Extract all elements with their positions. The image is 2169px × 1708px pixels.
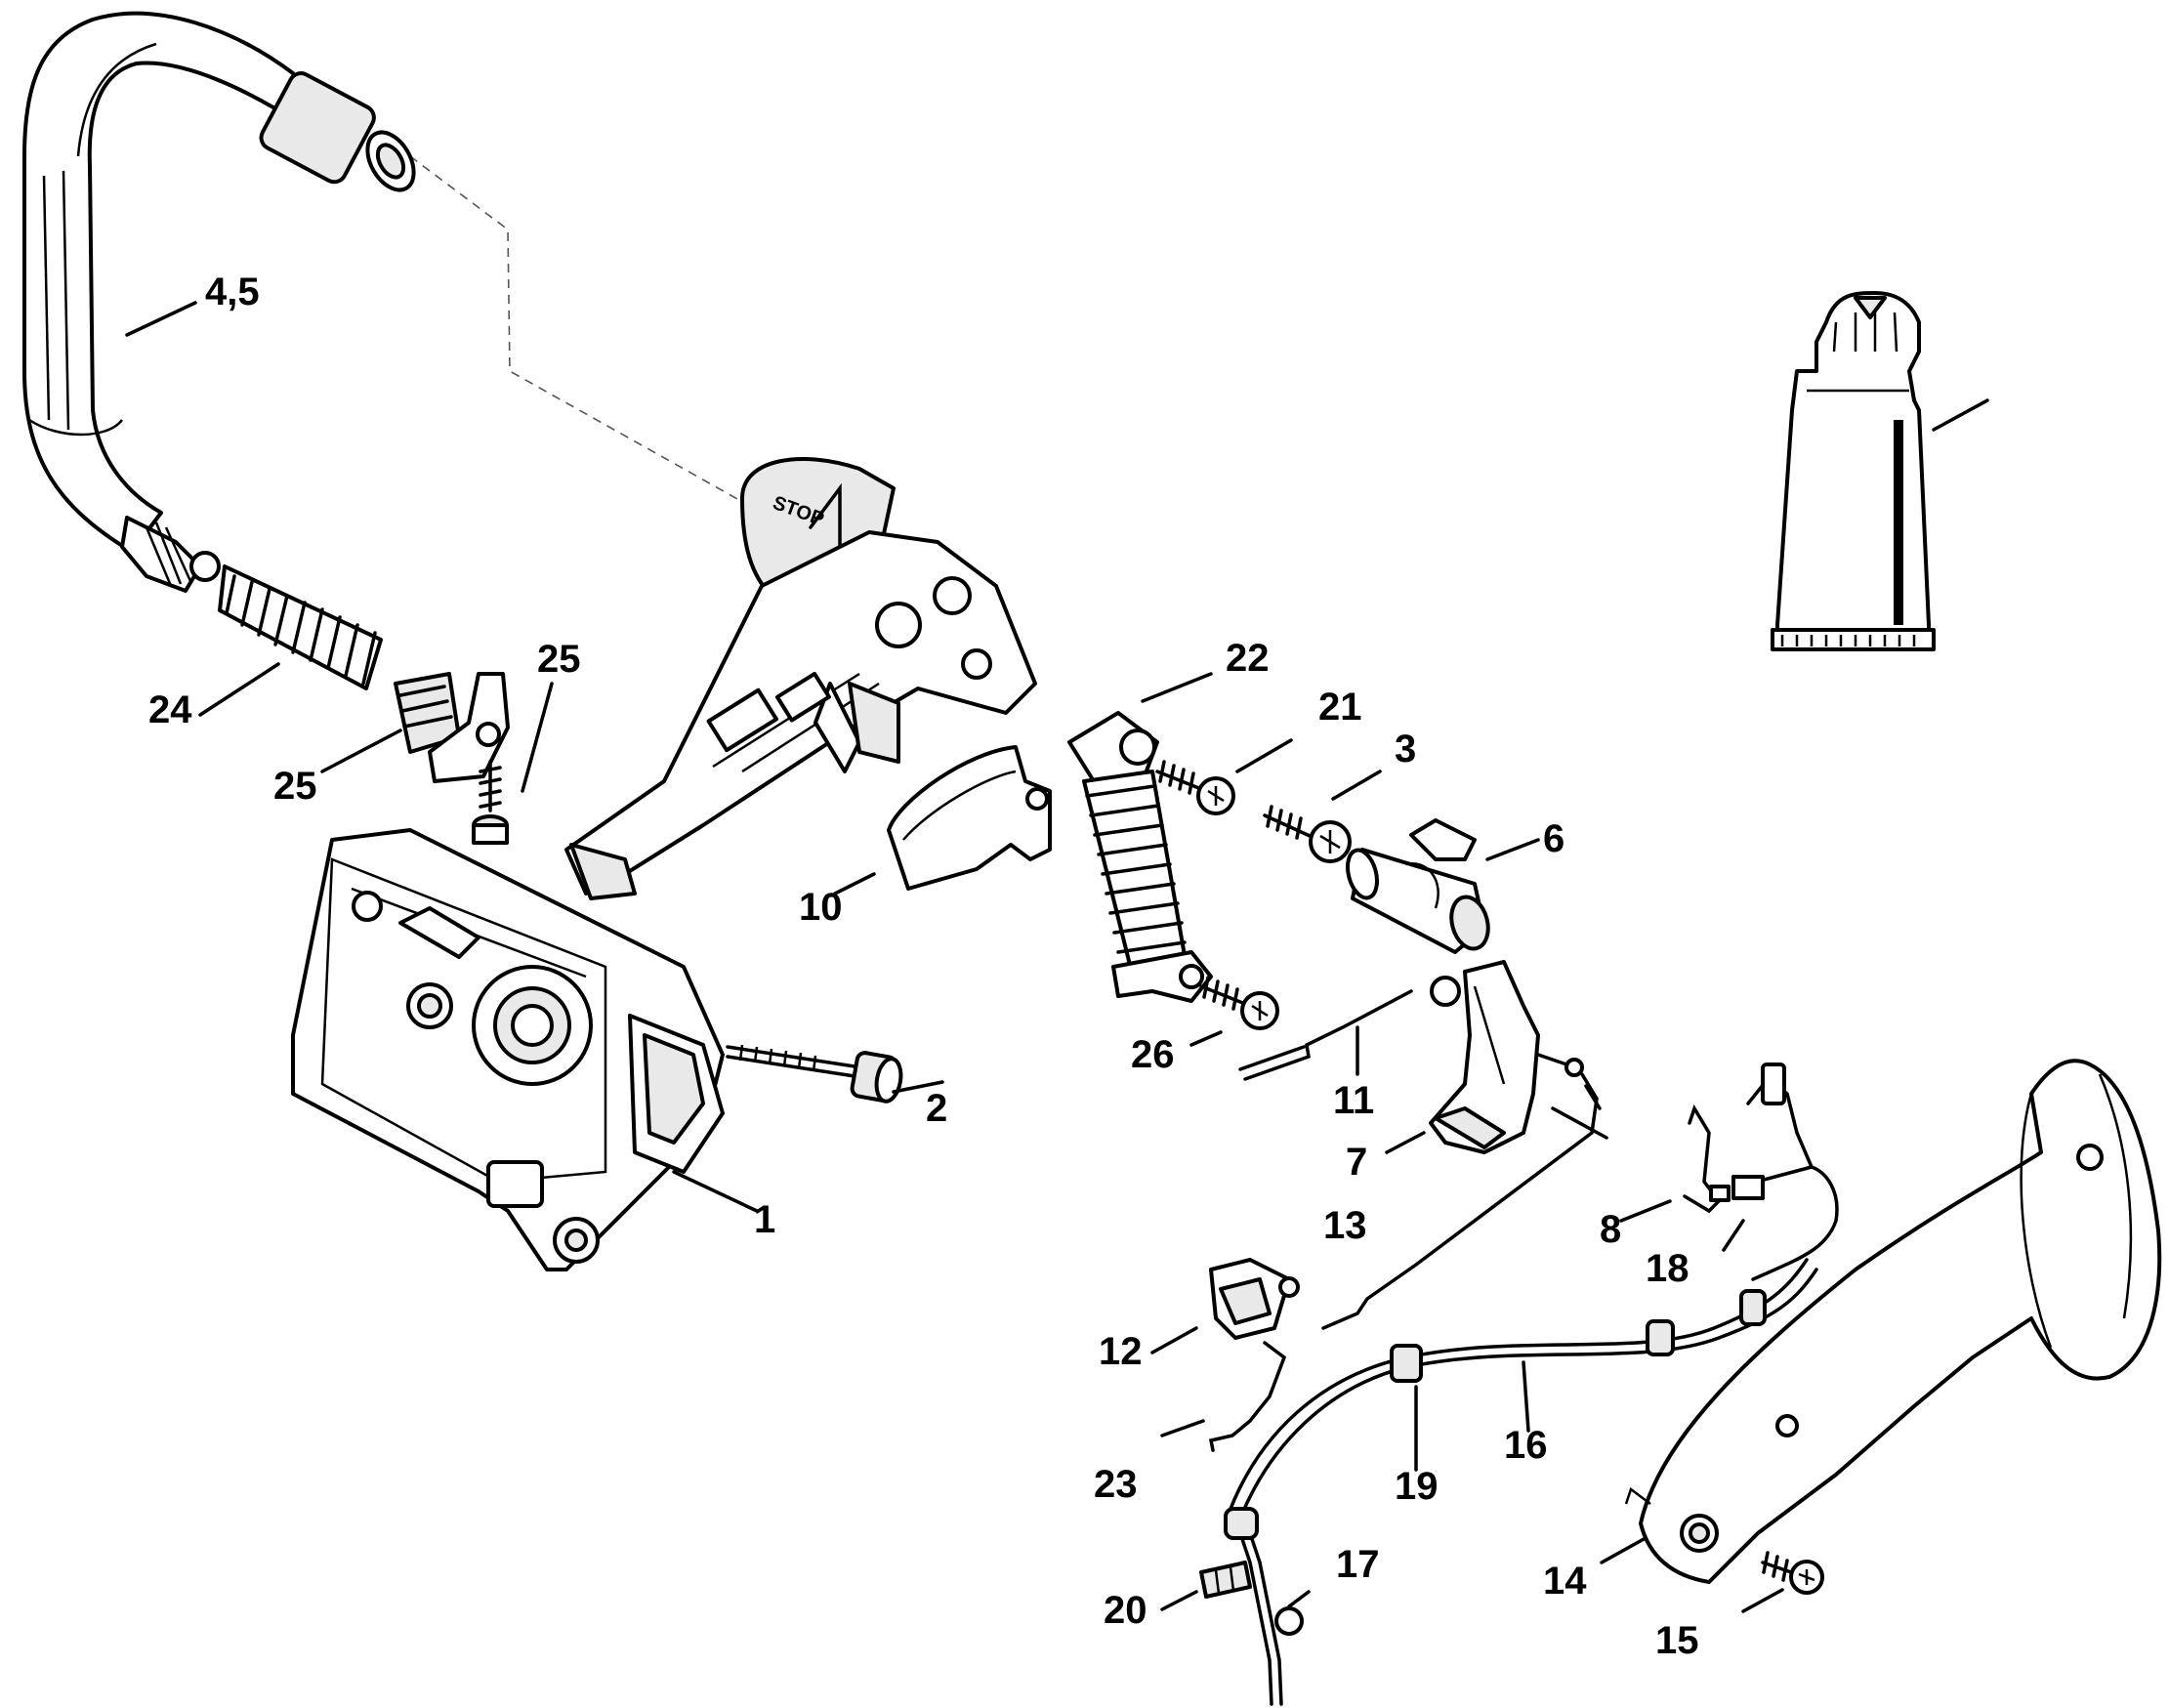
label-20: 21 — [1318, 686, 1362, 729]
label-17: 18 — [1646, 1247, 1689, 1290]
part-leaf-spring — [1238, 976, 1461, 1081]
label-8: 8 — [1600, 1208, 1621, 1251]
part-screw-14 — [1761, 1551, 1824, 1595]
label-6: 6 — [1543, 817, 1564, 860]
part-throttle-rod — [1321, 1072, 1602, 1330]
label-12: 13 — [1323, 1204, 1367, 1247]
part-grease-tube — [1771, 291, 1936, 651]
label-24: 25 — [273, 765, 317, 808]
part-handle-shell — [1624, 1059, 2162, 1584]
part-screw-left — [472, 760, 509, 845]
label-4-5: 4,5 — [205, 271, 260, 313]
part-switch-shaft — [1346, 818, 1490, 954]
label-15: 16 — [1504, 1424, 1548, 1467]
label-18: 19 — [1395, 1465, 1439, 1508]
part-handle-housing: STOP — [291, 457, 1037, 1271]
label-10: 11 — [1333, 1079, 1374, 1122]
part-wire-clip — [1208, 1341, 1287, 1452]
part-screw-right — [1199, 976, 1279, 1030]
assembly-dashed-line — [409, 155, 763, 514]
label-3: 3 — [1395, 728, 1416, 771]
leader-lines — [125, 301, 1989, 1613]
part-lockout-lever — [887, 745, 1052, 891]
callout-labels: 4,5 24 25 25 10 22 21 3 6 26 11 7 13 8 1… — [148, 271, 1699, 1662]
part-bolt — [726, 1044, 903, 1104]
part-contact-spring — [1683, 1104, 1731, 1214]
part-bellows-boot — [1067, 711, 1213, 1003]
part-throttle-trigger — [1429, 960, 1584, 1154]
label-25-right: 26 — [1131, 1033, 1175, 1076]
part-cable-ties — [1390, 1289, 1767, 1383]
label-16: 17 — [1336, 1543, 1380, 1586]
label-25-left: 25 — [537, 638, 581, 681]
part-screw-3 — [1263, 805, 1352, 863]
label-7: 7 — [1346, 1141, 1367, 1184]
part-handlebar — [22, 11, 416, 593]
label-22: 23 — [1094, 1463, 1138, 1506]
part-clip-19 — [1199, 1561, 1252, 1599]
part-spring-holder — [394, 672, 510, 783]
part-short-circuit-wire — [1731, 1062, 1839, 1281]
label-13: 14 — [1543, 1560, 1587, 1603]
label-2: 2 — [926, 1087, 947, 1130]
part-spring — [218, 564, 383, 690]
label-19: 20 — [1104, 1589, 1147, 1632]
label-21: 22 — [1226, 637, 1270, 680]
label-14: 15 — [1655, 1619, 1699, 1662]
part-ground-wire — [1224, 1507, 1304, 1706]
part-switch-11 — [1209, 1258, 1300, 1340]
label-11: 12 — [1099, 1330, 1143, 1373]
part-screw-20 — [1155, 760, 1235, 815]
label-1: 1 — [754, 1198, 775, 1241]
label-23: 24 — [148, 688, 192, 731]
label-9: 10 — [799, 886, 843, 929]
